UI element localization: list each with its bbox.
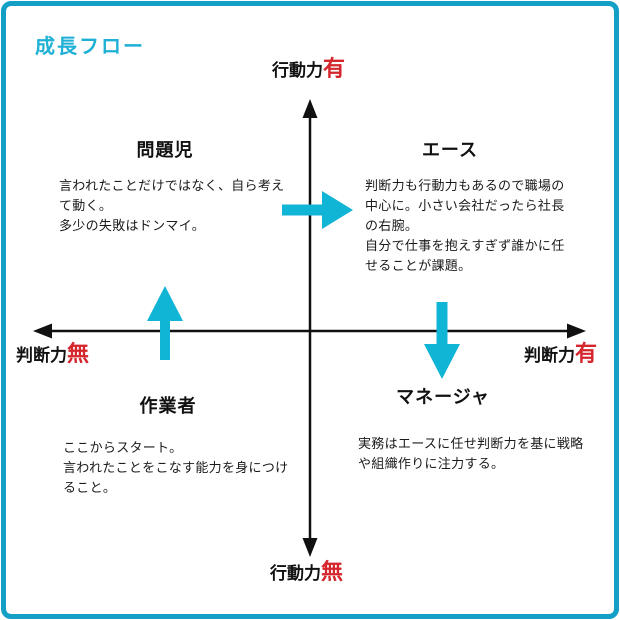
axis-label-left: 判断力無 bbox=[16, 341, 89, 370]
quadrant-title-ace: エース bbox=[421, 140, 479, 160]
quadrant-body-worker: ここからスタート。 言われたことをこなす能力を身につけ ること。 bbox=[63, 440, 289, 495]
axis-label-left-level: 無 bbox=[67, 341, 90, 366]
axis-label-top-name: 行動力 bbox=[272, 61, 323, 80]
flow-arrow-up-icon bbox=[147, 286, 183, 360]
axis-label-bottom: 行動力無 bbox=[270, 559, 343, 588]
y-axis-top-arrowhead-icon bbox=[302, 99, 318, 118]
y-axis-bottom-arrowhead-icon bbox=[302, 538, 318, 557]
quadrant-title-worker: 作業者 bbox=[139, 396, 197, 416]
quadrant-body-problem-child: 言われたことだけではなく、自ら考え て動く。 多少の失敗はドンマイ。 bbox=[59, 178, 285, 233]
axis-label-right-level: 有 bbox=[575, 341, 598, 366]
quadrant-title-problem-child: 問題児 bbox=[136, 140, 194, 160]
axis-label-right: 判断力有 bbox=[524, 341, 597, 370]
axis-label-left-name: 判断力 bbox=[16, 346, 67, 365]
axis-label-bottom-name: 行動力 bbox=[270, 564, 321, 583]
x-axis-left-arrowhead-icon bbox=[33, 323, 52, 339]
flow-arrow-right-icon bbox=[282, 191, 353, 229]
axis-label-bottom-level: 無 bbox=[321, 559, 344, 584]
axis-label-top: 行動力有 bbox=[272, 56, 345, 85]
quadrant-title-manager: マネージャ bbox=[396, 387, 490, 407]
axis-label-top-level: 有 bbox=[323, 56, 346, 81]
x-axis-right-arrowhead-icon bbox=[567, 323, 586, 339]
page-title: 成長フロー bbox=[35, 36, 145, 58]
flow-arrow-down-icon bbox=[424, 302, 460, 379]
quadrant-body-manager: 実務はエースに任せ判断力を基に戦略 や組織作りに注力する。 bbox=[358, 436, 584, 471]
quadrant-body-ace: 判断力も行動力もあるので職場の 中心に。小さい会社だったら社長 の右腕。 自分で… bbox=[365, 178, 565, 273]
axis-label-right-name: 判断力 bbox=[524, 346, 575, 365]
